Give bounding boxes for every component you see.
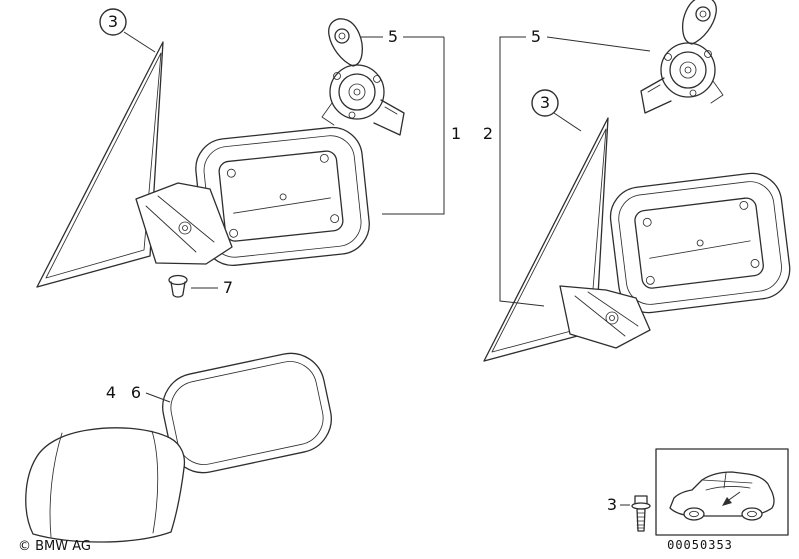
- car-wheel-front: [683, 507, 705, 521]
- mirror-cap: [25, 427, 186, 543]
- screw-boss-icon: [642, 217, 652, 227]
- car-wheel-rear-hub: [747, 510, 757, 518]
- leader-line: [553, 112, 582, 132]
- plate-center-hole: [279, 193, 287, 201]
- screw-boss-icon: [645, 275, 655, 285]
- mirror-base-plate-left: [36, 41, 164, 288]
- diagram-number: 00050353: [667, 538, 733, 552]
- grommet-stem: [170, 281, 186, 298]
- screw-boss-icon: [750, 259, 760, 268]
- callout-circle[interactable]: [99, 8, 127, 36]
- mirror-housing-right: [609, 172, 791, 314]
- callout-3-screw-label[interactable]: 3: [607, 495, 617, 514]
- mirror-drive-right: [640, 0, 724, 114]
- callout-7-label[interactable]: 7: [223, 278, 233, 297]
- callout-4-label[interactable]: 4: [106, 383, 116, 402]
- callout-7[interactable]: 7: [191, 278, 233, 297]
- plate-detail-line: [649, 240, 751, 259]
- location-box-frame: [655, 448, 789, 536]
- callout-3-left-label[interactable]: 3: [108, 12, 118, 31]
- callout-5-right-label[interactable]: 5: [531, 27, 541, 46]
- foot-pivot-left: [178, 221, 192, 235]
- housing-outer-right: [609, 172, 791, 314]
- foot-pivot-hole: [182, 225, 188, 231]
- callout-6-label[interactable]: 6: [131, 383, 141, 402]
- car-location-icon: [669, 471, 775, 521]
- bracket-line: [499, 36, 545, 307]
- car-location-box: 00050353: [655, 448, 789, 552]
- foot-pivot-right: [605, 311, 619, 325]
- mirror-base-plate-right: [483, 117, 609, 362]
- arrow-head: [722, 497, 732, 506]
- screw-boss-icon: [229, 228, 239, 238]
- callout-6[interactable]: 6: [131, 383, 171, 403]
- foot-detail-line: [145, 205, 197, 253]
- car-pillar-line: [723, 472, 727, 489]
- callout-circle[interactable]: [531, 89, 559, 117]
- leader-line: [145, 392, 171, 403]
- plate-detail-line: [233, 197, 331, 214]
- bolt-threads: [636, 512, 646, 529]
- callout-3-screw[interactable]: 3: [607, 495, 630, 514]
- screw-boss-icon: [330, 214, 340, 224]
- callout-5-left[interactable]: 5: [361, 27, 444, 46]
- base-plate-outline-left: [36, 41, 164, 288]
- callout-5-right[interactable]: 5: [531, 27, 651, 52]
- plate-center-hole: [696, 239, 704, 247]
- housing-rim-right: [618, 181, 782, 305]
- callout-1-label[interactable]: 1: [451, 124, 461, 143]
- base-plate-inner-left: [45, 52, 162, 279]
- housing-plate-right: [634, 197, 764, 289]
- bolt-icon: [631, 495, 651, 532]
- grommet-part: [168, 274, 188, 298]
- foot-outline-left: [135, 182, 233, 265]
- callout-2-label[interactable]: 2: [483, 124, 493, 143]
- mirror-foot-right: [559, 285, 651, 349]
- callout-5-left-label[interactable]: 5: [388, 27, 398, 46]
- mirror-glass: [162, 352, 332, 474]
- mirror-foot-left: [135, 182, 233, 265]
- bolt-washer: [631, 502, 651, 510]
- screw-boss-icon: [226, 168, 236, 178]
- copyright-text: © BMW AG: [18, 539, 91, 554]
- housing-plate-left: [218, 150, 344, 242]
- cap-outline: [25, 427, 186, 543]
- car-body: [669, 471, 775, 517]
- car-wheel-front-hub: [689, 510, 699, 518]
- screw-boss-icon: [319, 153, 329, 163]
- callout-1[interactable]: 1: [382, 37, 461, 215]
- bolt-shaft: [636, 508, 646, 532]
- mirror-housing-left: [195, 126, 370, 267]
- cap-seam-line: [151, 430, 159, 534]
- cap-seam-line: [49, 432, 63, 538]
- car-roof-line: [701, 479, 753, 484]
- car-wheel-rear: [741, 507, 763, 521]
- callout-4[interactable]: 4: [106, 383, 116, 402]
- location-arrow-icon: [722, 491, 741, 506]
- bracket-line: [382, 37, 445, 215]
- callout-3-right[interactable]: 3: [531, 89, 582, 132]
- foot-detail-line: [574, 295, 626, 337]
- foot-detail-line: [157, 195, 215, 243]
- screw-boss-icon: [739, 200, 749, 210]
- foot-detail-line: [587, 291, 639, 327]
- car-window-line: [705, 485, 751, 491]
- callout-2[interactable]: 2: [483, 36, 545, 307]
- callout-3-left[interactable]: 3: [99, 8, 156, 53]
- glass-inner: [170, 361, 324, 465]
- glass-outer: [162, 352, 332, 474]
- leader-line: [123, 31, 156, 53]
- callout-3-right-label[interactable]: 3: [540, 93, 550, 112]
- base-plate-inner-right: [491, 128, 607, 353]
- foot-pivot-hole: [609, 315, 615, 321]
- base-plate-outline-right: [483, 117, 609, 362]
- grommet-head: [168, 274, 188, 286]
- leader-line: [546, 36, 651, 52]
